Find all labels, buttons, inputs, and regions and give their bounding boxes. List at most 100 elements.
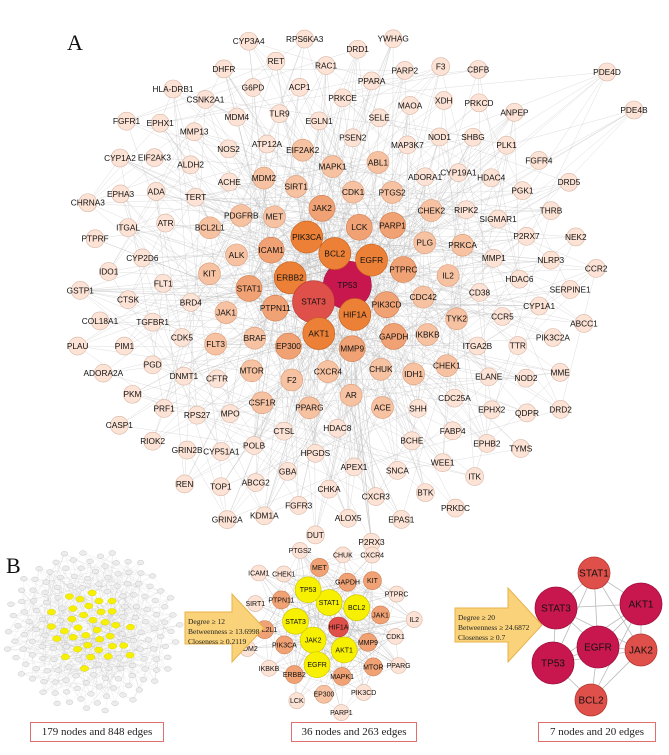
gene-label: TYK2	[446, 314, 467, 324]
overview-node	[22, 662, 29, 667]
overview-node	[119, 643, 127, 649]
gene-label: PARP1	[379, 220, 406, 230]
gene-label: YWHAG	[377, 34, 408, 44]
gene-label: G6PD	[242, 82, 265, 92]
gene-node-xdh: XDH	[435, 92, 453, 110]
gene-node-lck: LCK	[289, 693, 305, 709]
gene-node-icam1: ICAM1	[258, 237, 284, 263]
overview-node	[63, 678, 70, 683]
gene-node-psen2: PSEN2	[339, 129, 367, 147]
gene-label: EPHB2	[473, 438, 501, 448]
gene-node-jak1: JAK1	[372, 606, 390, 624]
gene-label: SERPINE1	[550, 284, 591, 294]
gene-label: FLT1	[154, 278, 173, 288]
gene-node-atp12a: ATP12A	[252, 135, 283, 153]
caption-mid-network: 36 nodes and 263 edges	[291, 722, 417, 742]
gene-node-cd38: CD38	[469, 283, 491, 301]
gene-label: APEX1	[341, 462, 368, 472]
gene-label: MTOR	[363, 664, 383, 671]
gene-node-map3k7: MAP3K7	[391, 136, 424, 154]
gene-node-parp1: PARP1	[379, 212, 406, 238]
gene-label: MMP9	[340, 344, 364, 354]
overview-node	[40, 690, 47, 695]
gene-node-tyk2: TYK2	[446, 308, 468, 330]
gene-label: ITGA2B	[463, 341, 493, 351]
gene-node-flt3: FLT3	[205, 333, 227, 355]
gene-label: SIRT1	[284, 181, 308, 191]
gene-label: POLB	[243, 440, 266, 450]
gene-label: ATR	[158, 218, 174, 228]
core-label: JAK2	[629, 646, 653, 657]
gene-label: HDAC4	[477, 173, 506, 183]
gene-node-ido1: IDO1	[99, 263, 119, 281]
overview-node	[39, 617, 46, 622]
gene-node-mtor: MTOR	[363, 658, 383, 676]
overview-node	[79, 612, 87, 618]
gene-label: RET	[268, 56, 285, 66]
overview-node	[95, 598, 103, 604]
overview-node	[153, 612, 160, 617]
gene-label: TLR9	[269, 109, 290, 119]
gene-label: IKBKB	[415, 329, 440, 339]
gene-label: BRAF	[244, 333, 266, 343]
overview-node	[21, 610, 28, 615]
overview-node	[89, 617, 97, 623]
gene-label: EPHX2	[478, 405, 506, 415]
overview-node	[53, 560, 60, 565]
gene-node-hdac4: HDAC4	[477, 169, 506, 187]
overview-node	[108, 608, 116, 614]
overview-node	[90, 672, 97, 677]
gene-label: IL2	[442, 270, 454, 280]
gene-label: DNMT1	[170, 371, 199, 381]
overview-node	[136, 688, 143, 693]
gene-node-ep300: EP300	[275, 333, 301, 359]
gene-label: ADORA1	[408, 172, 443, 182]
gene-node-anpep: ANPEP	[500, 103, 529, 121]
overview-node	[54, 585, 61, 590]
gene-node-kit: KIT	[198, 263, 220, 285]
overview-node	[168, 629, 175, 634]
gene-node-gba: GBA	[279, 462, 297, 480]
gene-node-idh1: IDH1	[403, 363, 425, 385]
gene-node-prkdc: PRKDC	[441, 499, 470, 517]
gene-node-parp1: PARP1	[330, 705, 353, 721]
overview-node	[94, 701, 101, 706]
overview-node	[73, 646, 81, 652]
overview-node	[133, 604, 140, 609]
gene-node-cxcr3: CXCR3	[362, 488, 391, 506]
overview-node	[44, 668, 51, 673]
gene-node-ada: ADA	[147, 182, 165, 200]
gene-label: IKBKB	[259, 666, 280, 673]
gene-label: STAT3	[301, 297, 326, 307]
filter2-betweenness: Betweenness ≥ 24.6872	[458, 623, 530, 632]
gene-label: PARP1	[330, 710, 353, 717]
gene-node-atr: ATR	[157, 214, 175, 232]
overview-node	[109, 551, 116, 556]
gene-node-parp2: PARP2	[391, 61, 418, 79]
network-edge	[397, 449, 520, 471]
gene-label: NOD2	[514, 373, 537, 383]
gene-label: SHBG	[461, 132, 485, 142]
panel-label-a: A	[67, 30, 83, 56]
gene-node-f3: F3	[432, 58, 450, 76]
gene-node-hdac8: HDAC8	[323, 419, 352, 437]
gene-label: KIT	[367, 578, 379, 585]
overview-node	[69, 634, 77, 640]
gene-label: KDM1A	[250, 511, 279, 521]
overview-node	[63, 689, 70, 694]
gene-label: PPARG	[387, 663, 411, 670]
gene-label: HIF1A	[343, 309, 367, 319]
gene-label: EP300	[276, 341, 301, 351]
gene-node-cyp3a4: CYP3A4	[233, 32, 265, 50]
gene-node-epas1: EPAS1	[388, 510, 415, 528]
gene-node-ptgs2: PTGS2	[289, 542, 312, 558]
overview-node	[117, 666, 124, 671]
gene-label: FGFR1	[113, 116, 141, 126]
overview-node	[5, 629, 12, 634]
overview-node	[111, 622, 119, 628]
gene-label: ATP12A	[252, 139, 283, 149]
gene-label: IDO1	[99, 266, 119, 276]
gene-node-erbb2: ERBB2	[283, 666, 306, 684]
overview-node	[124, 581, 131, 586]
overview-node	[40, 679, 47, 684]
